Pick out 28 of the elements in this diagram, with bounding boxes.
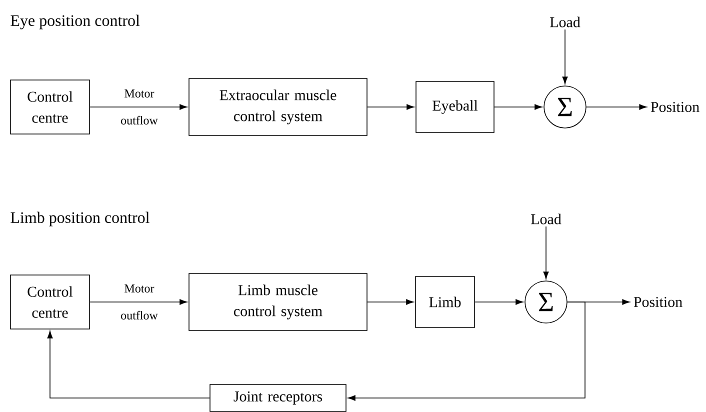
arrow [586,104,647,110]
summing-junction: Σ [524,280,568,324]
arrow [348,302,586,401]
section-title: Eye position control [10,14,140,30]
process-box: Limb muscle control system [188,273,368,331]
signal-label: Position [650,102,700,112]
arrow [90,104,188,110]
signal-label: Load [550,16,580,28]
arrow [494,104,542,110]
arrow [90,299,188,305]
arrow [474,299,524,305]
edge-label: Motor outflow [121,90,158,124]
process-box: Control centre [10,274,90,330]
process-box: Eyeball [416,81,494,133]
section-title: Limb position control [10,212,150,226]
process-box: Control centre [10,80,90,134]
arrow [543,226,549,280]
process-box: Limb [415,276,475,328]
arrow [367,299,414,305]
signal-label: Position [634,296,682,308]
arrow [367,104,414,110]
arrow [562,29,568,84]
process-box: Extraocular muscle control system [188,78,368,136]
process-box: Joint receptors [210,384,346,412]
edge-label: Motor outflow [121,284,158,320]
signal-label: Load [531,214,562,224]
arrow [47,330,210,398]
summing-junction: Σ [544,86,586,128]
